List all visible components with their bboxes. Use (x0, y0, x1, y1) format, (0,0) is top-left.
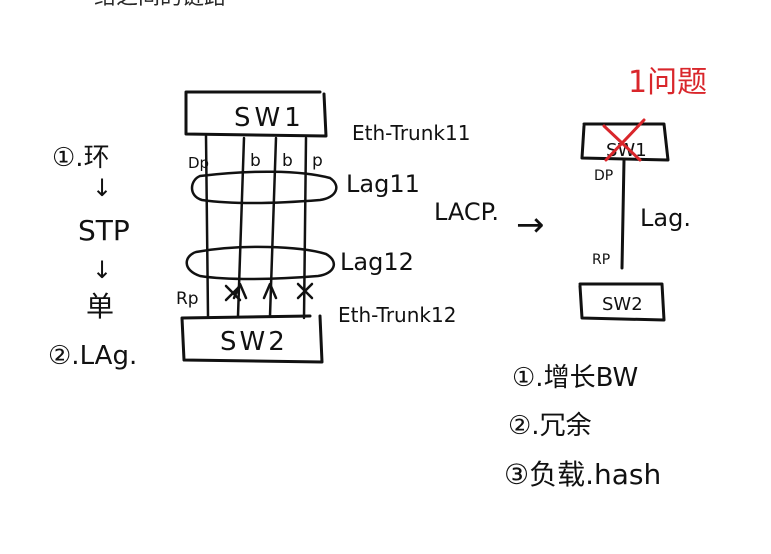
eth-trunk11-label: Eth-Trunk11 (352, 121, 470, 145)
port-mark-up-1 (262, 282, 278, 300)
right-dp-label: DP (594, 168, 613, 184)
top-partial-text: ——络之间的链路 (50, 0, 226, 10)
lacp-arrow: → (516, 205, 545, 245)
sw2-label: SW2 (220, 327, 288, 357)
problem-label: 1问题 (628, 65, 707, 100)
lacp-transition: LACP. → (434, 198, 545, 245)
left-arrow-2: ↓ (92, 256, 112, 284)
left-dan: 单 (86, 290, 114, 323)
right-sw1-label: SW1 (606, 140, 647, 161)
lag11-label: Lag11 (346, 170, 420, 198)
port-dp: Dp (188, 154, 209, 172)
port-p: p (312, 151, 323, 171)
sw1-label: SW1 (234, 103, 305, 133)
benefit-1: ①.增长BW (512, 363, 638, 393)
center-topology: SW1 SW2 Dp b b p Rp Lag11 Lag12 Eth-Trun… (176, 90, 470, 364)
left-step1-loop: ①.环 (52, 143, 110, 173)
right-topology: 1问题 SW1 DP RP Lag. SW2 (578, 65, 707, 322)
eth-trunk12-label: Eth-Trunk12 (338, 303, 456, 327)
link-1 (204, 134, 210, 318)
right-sw2-box (578, 282, 666, 322)
link-4 (302, 136, 308, 320)
port-mark-x-2 (296, 282, 314, 300)
port-mark-up-2 (232, 282, 248, 300)
lag12-label: Lag12 (340, 248, 414, 276)
lag12-ellipse (185, 245, 336, 281)
right-sw2-label: SW2 (602, 294, 643, 315)
port-b-2: b (282, 151, 293, 171)
sw2-box (180, 314, 324, 364)
right-lag-label: Lag. (640, 204, 691, 232)
right-rp-label: RP (592, 252, 610, 268)
benefit-2: ②.冗余 (508, 411, 592, 441)
left-stp: STP (78, 214, 130, 247)
sw1-box (184, 90, 328, 138)
port-b-1: b (250, 151, 261, 171)
left-arrow-1: ↓ (92, 174, 112, 202)
right-sw1-red-x (602, 118, 646, 162)
lag11-ellipse (190, 170, 338, 205)
benefits-list: ①.增长BW ②.冗余 ③负载.hash (504, 363, 661, 491)
lacp-label: LACP. (434, 198, 499, 226)
left-notes: ①.环 ↓ STP ↓ 单 ②.LAg. (48, 143, 137, 371)
right-sw1-box (580, 122, 670, 162)
benefit-3: ③负载.hash (504, 458, 661, 491)
left-step2-lag: ②.LAg. (48, 341, 137, 371)
right-logical-link (620, 158, 626, 270)
port-rp: Rp (176, 289, 199, 309)
